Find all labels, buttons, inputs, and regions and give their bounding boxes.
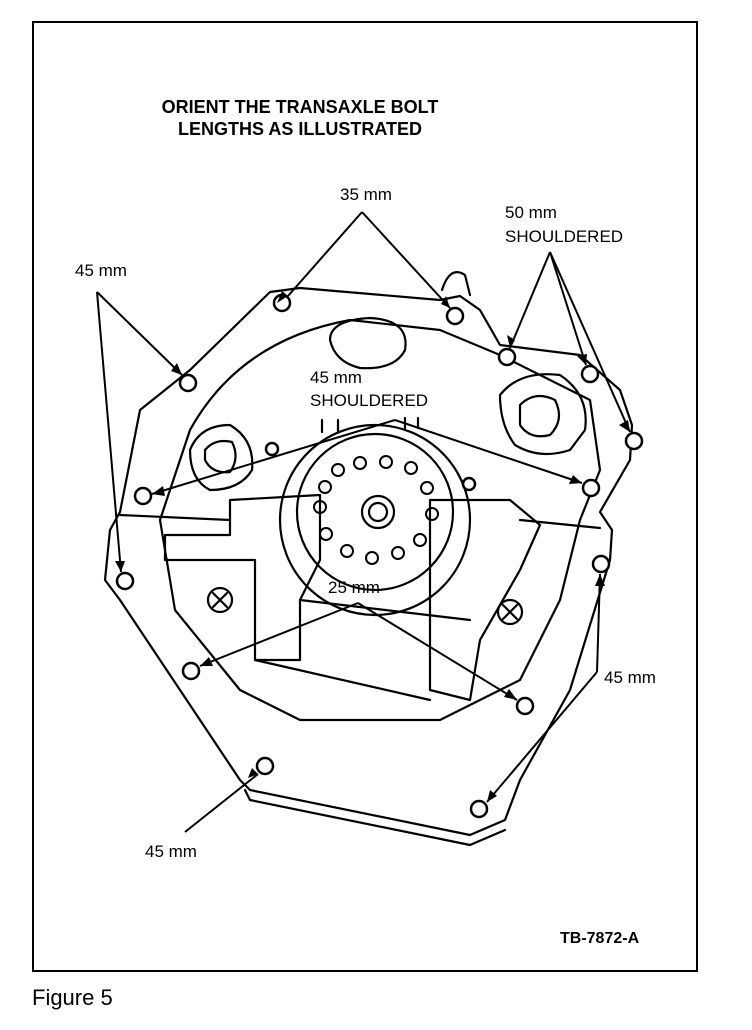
bolt-hole (591, 554, 611, 574)
bolt-hole (445, 306, 465, 326)
screw-right (496, 598, 524, 626)
bolt-hole (133, 486, 153, 506)
housing-outline (103, 286, 634, 837)
bolt-hole (581, 478, 601, 498)
ledge (118, 513, 602, 530)
bolt-hole (264, 441, 280, 457)
crank-pulley-outer (278, 423, 472, 617)
label-50mm-shouldered: SHOULDERED (505, 227, 624, 246)
bolt-hole (178, 373, 198, 393)
top-lobe (440, 271, 472, 297)
label-45mm-right: 45 mm (604, 668, 656, 687)
bolt-hole (255, 756, 275, 776)
figure-caption: Figure 5 (32, 985, 113, 1010)
bolt-hole (181, 661, 201, 681)
label-45mm-left: 45 mm (75, 261, 127, 280)
figure-frame (32, 21, 698, 972)
bolt-hole (624, 431, 644, 451)
bolt-hole (461, 476, 477, 492)
left-boss (188, 423, 254, 492)
crank-hub (360, 494, 396, 530)
label-35mm: 35 mm (340, 185, 392, 204)
label-50mm: 50 mm (505, 203, 557, 222)
bolt-hole (515, 696, 535, 716)
figure-id: TB-7872-A (560, 930, 640, 947)
inner-recess (328, 316, 407, 370)
bolt-hole (497, 347, 517, 367)
right-boss (498, 373, 587, 456)
label-45mm-center-shouldered: SHOULDERED (310, 391, 429, 410)
bolt-hole (469, 799, 489, 819)
bottom-plate (243, 788, 507, 847)
label-25mm: 25 mm (328, 578, 380, 597)
label-45mm-bottom: 45 mm (145, 842, 197, 861)
screw-left (206, 586, 234, 614)
diagram-title: ORIENT THE TRANSAXLE BOLT LENGTHS AS ILL… (150, 96, 450, 140)
title-line-1: ORIENT THE TRANSAXLE BOLT (161, 97, 439, 117)
title-line-2: LENGTHS AS ILLUSTRATED (178, 119, 422, 139)
crank-pulley (295, 432, 455, 592)
label-45mm-center: 45 mm (310, 368, 362, 387)
housing-inner-opening (158, 318, 602, 722)
bolt-hole (115, 571, 135, 591)
bolt-hole (580, 364, 600, 384)
